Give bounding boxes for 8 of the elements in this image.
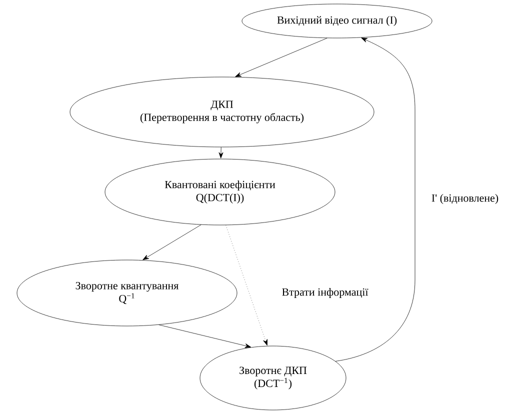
arrow: [226, 224, 268, 346]
arrow: [218, 147, 224, 158]
arrow: [235, 38, 328, 77]
arrow: [158, 324, 252, 348]
edge-label: Втрати інформації: [280, 287, 370, 299]
arrow: [335, 38, 416, 362]
edge-label: I' (відновлене): [430, 193, 500, 205]
arrow: [142, 224, 202, 260]
